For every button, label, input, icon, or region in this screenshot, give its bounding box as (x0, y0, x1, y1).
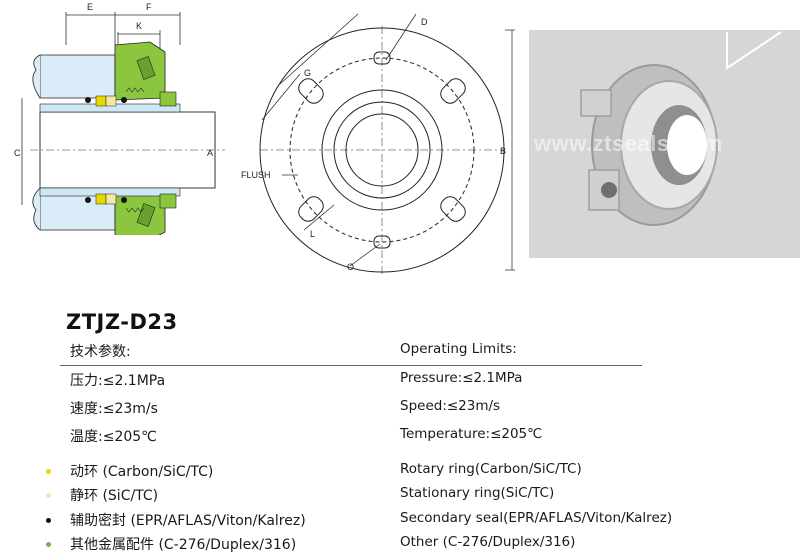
material-secondary-seal-en: Secondary seal(EPR/AFLAS/Viton/Kalrez) (400, 510, 673, 526)
material-other-metal-cn: 其他金属配件 (C-276/Duplex/316) (70, 537, 297, 553)
dimension-label-f: F (146, 2, 152, 12)
product-photo: www.ztseals.com (529, 30, 800, 258)
other-metal-bullet (46, 542, 51, 547)
heading-divider (60, 365, 642, 366)
dimension-label-c: C (14, 148, 21, 158)
limit-temperature-cn: 温度:≤205℃ (70, 429, 157, 445)
product-model-title: ZTJZ-D23 (66, 310, 178, 334)
seal-front-view-drawing (259, 13, 515, 274)
seal-photo-illustration (580, 31, 782, 226)
dimension-label-a: A (207, 148, 214, 158)
photo-watermark: www.ztseals.com (534, 131, 723, 156)
params-heading-cn: 技术参数: (70, 344, 131, 360)
material-stationary-ring-en: Stationary ring(SiC/TC) (400, 485, 555, 501)
limit-pressure-cn: 压力:≤2.1MPa (70, 373, 166, 389)
dimension-label-o: O (347, 262, 355, 272)
limit-speed-en: Speed:≤23m/s (400, 398, 501, 414)
dimension-label-e: E (87, 2, 94, 12)
seal-section-drawing (21, 12, 225, 235)
dimension-label-b: B (500, 146, 507, 156)
dimension-label-d: D (421, 17, 428, 27)
dimension-label-k: K (136, 21, 143, 31)
material-other-metal-en: Other (C-276/Duplex/316) (400, 534, 576, 550)
stationary-ring-bullet (46, 493, 51, 498)
material-stationary-ring-cn: 静环 (SiC/TC) (70, 488, 159, 504)
material-rotary-ring-en: Rotary ring(Carbon/SiC/TC) (400, 461, 582, 477)
rotary-ring-bullet (46, 469, 51, 474)
material-rotary-ring-cn: 动环 (Carbon/SiC/TC) (70, 464, 214, 480)
limit-speed-cn: 速度:≤23m/s (70, 401, 158, 417)
limit-pressure-en: Pressure:≤2.1MPa (400, 370, 523, 386)
material-secondary-seal-cn: 辅助密封 (EPR/AFLAS/Viton/Kalrez) (70, 513, 306, 529)
params-heading-en: Operating Limits: (400, 341, 517, 357)
flush-port-label: FLUSH (241, 170, 271, 180)
dimension-label-l: L (310, 229, 316, 239)
dimension-label-g: G (304, 68, 312, 78)
limit-temperature-en: Temperature:≤205℃ (400, 426, 543, 442)
secondary-seal-bullet (46, 518, 51, 523)
